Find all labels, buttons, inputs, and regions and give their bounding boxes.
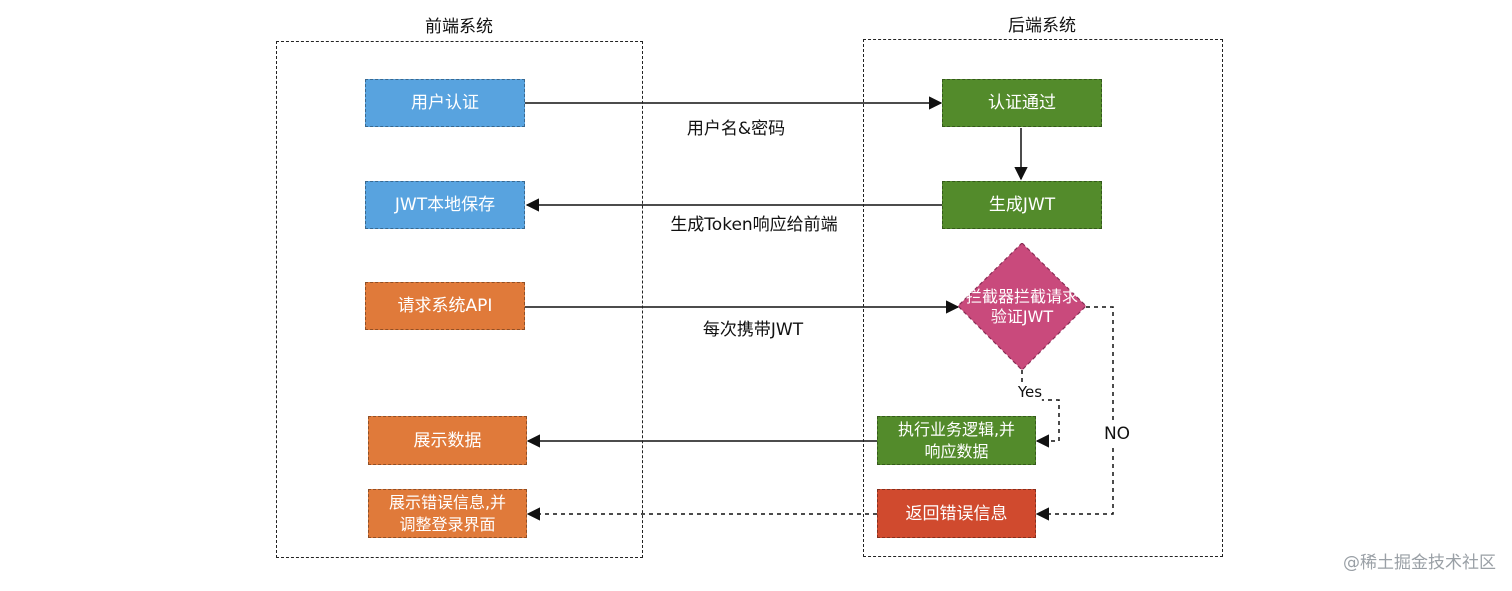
edge-no xyxy=(1035,306,1114,521)
node-user-auth: 用户认证 xyxy=(365,79,525,127)
frontend-group-title: 前端系统 xyxy=(425,17,493,37)
node-show-data: 展示数据 xyxy=(368,416,527,465)
node-exec-business-logic: 执行业务逻辑,并 响应数据 xyxy=(877,416,1036,465)
watermark: @稀土掘金技术社区 xyxy=(1343,553,1496,573)
node-auth-passed: 认证通过 xyxy=(942,79,1102,127)
label-credentials: 用户名&密码 xyxy=(686,119,786,139)
frontend-group xyxy=(276,41,643,558)
node-request-api: 请求系统API xyxy=(365,282,525,330)
decision-interceptor: 拦截器拦截请求 验证JWT xyxy=(958,243,1086,370)
label-carry-jwt: 每次携带JWT xyxy=(702,320,804,340)
decision-interceptor-label: 拦截器拦截请求 验证JWT xyxy=(965,286,1078,326)
node-jwt-local-store: JWT本地保存 xyxy=(365,181,525,229)
node-show-error: 展示错误信息,并 调整登录界面 xyxy=(368,489,527,538)
label-token-response: 生成Token响应给前端 xyxy=(670,215,838,235)
node-return-error: 返回错误信息 xyxy=(877,489,1036,538)
label-no: NO xyxy=(1103,424,1131,444)
backend-group xyxy=(863,39,1223,557)
label-yes: Yes xyxy=(1017,383,1043,401)
node-generate-jwt: 生成JWT xyxy=(942,181,1102,229)
backend-group-title: 后端系统 xyxy=(1008,16,1076,36)
